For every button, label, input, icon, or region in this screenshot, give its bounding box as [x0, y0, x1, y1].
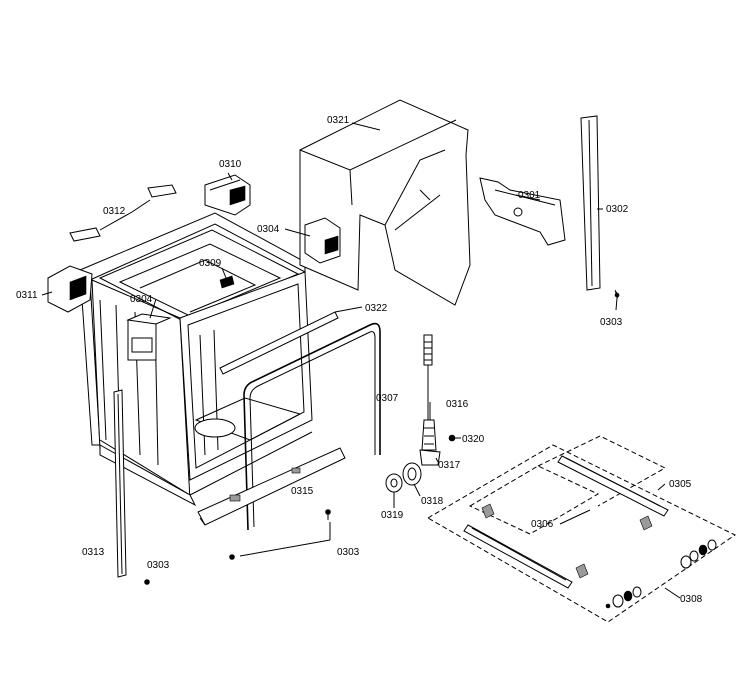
label-0301: 0301	[518, 190, 541, 201]
ring-0318	[402, 462, 422, 486]
threaded-rod-0316	[419, 334, 441, 466]
label-0308: 0308	[680, 594, 703, 605]
label-0315: 0315	[291, 486, 314, 497]
hinge-block-0310	[204, 174, 251, 216]
leader-lines	[41, 122, 681, 599]
label-0305: 0305	[669, 479, 692, 490]
screw-0320	[448, 434, 456, 442]
label-0303-right: 0303	[600, 317, 623, 328]
rail-assembly	[427, 435, 736, 623]
clip-parts-0312	[69, 184, 177, 242]
screws-0303	[144, 289, 620, 585]
hinge-block-0311	[47, 265, 93, 313]
door-seal	[243, 322, 381, 531]
label-0319: 0319	[381, 510, 404, 521]
label-0303-left: 0303	[147, 560, 170, 571]
label-0318: 0318	[421, 496, 444, 507]
ring-0319	[385, 473, 403, 493]
block-0304-upper	[304, 217, 341, 264]
label-0307: 0307	[376, 393, 399, 404]
label-0321: 0321	[327, 115, 350, 126]
bracket-strip	[479, 177, 566, 246]
base-plate	[197, 447, 346, 526]
label-0313: 0313	[82, 547, 105, 558]
label-0309: 0309	[199, 258, 222, 269]
label-0304-upper: 0304	[257, 224, 280, 235]
label-0306: 0306	[531, 519, 554, 530]
part-labels: 0321 0310 0312 0304 0309 0311 0304 0322 …	[16, 115, 703, 605]
side-strip	[580, 115, 601, 291]
label-0322: 0322	[365, 303, 388, 314]
label-0311: 0311	[16, 290, 38, 301]
label-0316: 0316	[446, 399, 469, 410]
label-0317: 0317	[438, 460, 461, 471]
label-0310: 0310	[219, 159, 242, 170]
left-strip	[113, 389, 127, 578]
cover-panel	[299, 99, 471, 306]
label-0320: 0320	[462, 434, 485, 445]
label-0302: 0302	[606, 204, 629, 215]
leader-0303	[239, 522, 331, 557]
label-0304-lower: 0304	[130, 294, 153, 305]
label-0303-center: 0303	[337, 547, 360, 558]
label-0312: 0312	[103, 206, 126, 217]
